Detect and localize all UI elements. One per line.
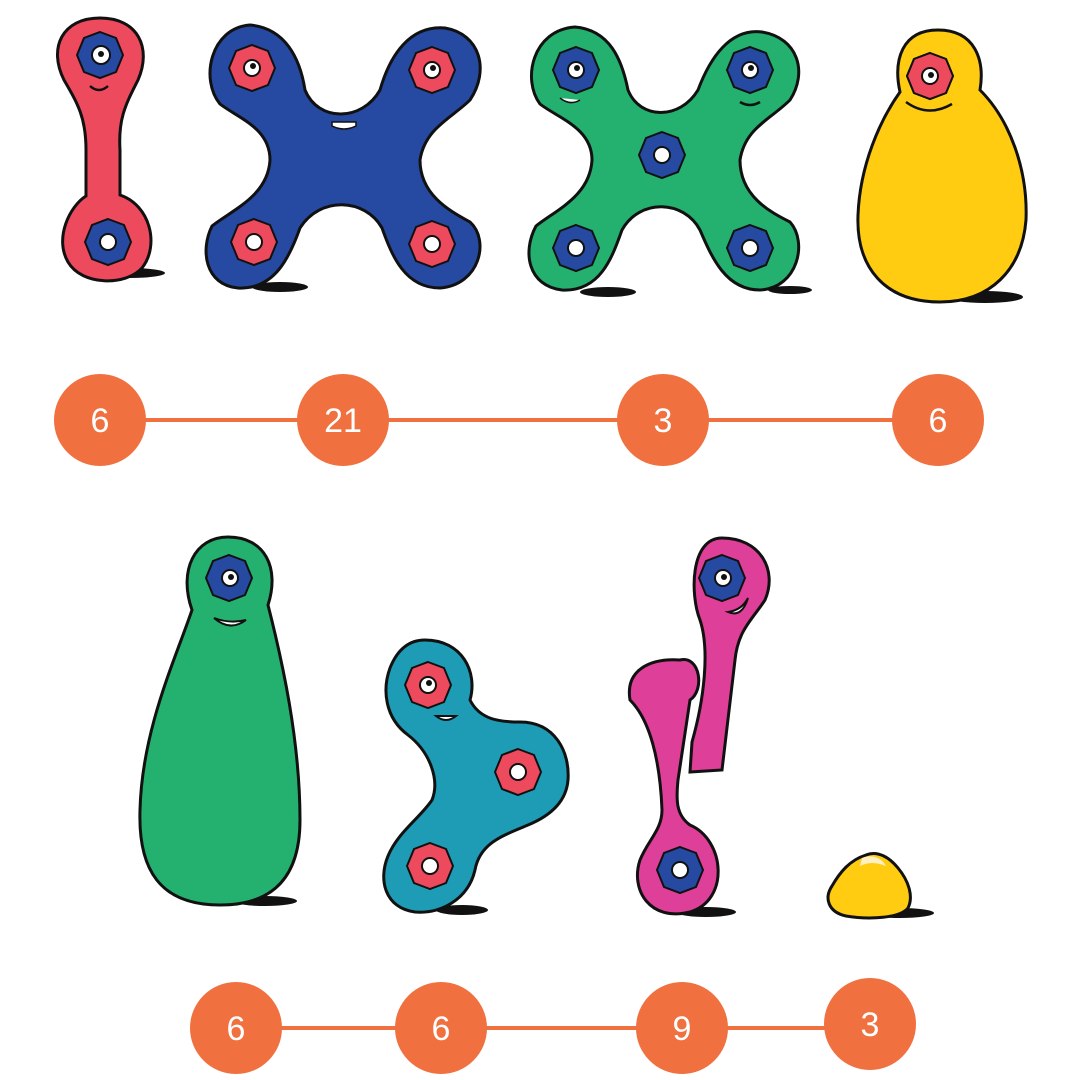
- joint-bottom-left: [552, 224, 600, 272]
- top-number-line: 6 21 3 6: [54, 374, 984, 466]
- pupil: [928, 72, 934, 78]
- number-badge: [824, 978, 916, 1070]
- gumdrop-highlight: [860, 856, 886, 866]
- badge-label: 21: [324, 402, 362, 440]
- pupil: [748, 65, 754, 71]
- number-badge: [617, 374, 709, 466]
- bottom-number-line: 6 6 9 3: [190, 978, 916, 1074]
- badge-label: 3: [861, 1006, 880, 1044]
- number-badge: [54, 374, 146, 466]
- badge-label: 6: [929, 402, 948, 440]
- badge-label: 3: [654, 402, 673, 440]
- magenta-spring-creature: [627, 536, 771, 917]
- joint-bottom: [656, 846, 704, 894]
- badge-label: 6: [432, 1010, 451, 1048]
- joint-bottom: [406, 842, 454, 890]
- red-dumbbell-creature: [55, 16, 165, 283]
- mouth: [331, 121, 357, 130]
- pupil: [430, 65, 436, 71]
- badge-label: 9: [673, 1010, 692, 1048]
- pupil: [721, 574, 727, 580]
- mouth: [559, 97, 581, 104]
- badge-label: 6: [91, 402, 110, 440]
- smile: [739, 100, 761, 107]
- joint-eye: [84, 218, 132, 266]
- smile: [905, 100, 953, 112]
- shadow: [436, 905, 488, 915]
- x-body: [204, 23, 482, 290]
- pupil: [98, 51, 104, 57]
- yellow-gumdrop-creature: [826, 852, 934, 920]
- yellow-egg-creature: [856, 28, 1028, 304]
- joint-bottom-right: [408, 220, 456, 268]
- gumdrop-body: [826, 852, 912, 920]
- pupil: [228, 574, 234, 580]
- spring-lower: [627, 658, 720, 916]
- pin-body: [138, 535, 302, 907]
- dumbbell-body: [55, 16, 153, 283]
- joint-center: [638, 131, 686, 179]
- joint-right: [494, 748, 542, 796]
- smile: [89, 85, 109, 92]
- shadow: [768, 286, 812, 294]
- egg-body: [856, 28, 1028, 304]
- shadow: [252, 282, 308, 292]
- number-badge: [297, 374, 389, 466]
- number-badge: [892, 374, 984, 466]
- pupil: [574, 65, 580, 71]
- number-badge: [395, 982, 487, 1074]
- joint-bottom-right: [726, 224, 774, 272]
- number-badge: [190, 982, 282, 1074]
- green-x-creature: [527, 25, 812, 297]
- pupil: [426, 680, 432, 686]
- badge-label: 6: [227, 1010, 246, 1048]
- pupil: [250, 63, 256, 69]
- blue-x-creature: [204, 23, 482, 292]
- mouth: [433, 715, 459, 721]
- shadow: [580, 287, 636, 297]
- teal-boomerang-creature: [382, 638, 570, 915]
- joint-bottom-left: [230, 218, 278, 266]
- number-badge: [636, 982, 728, 1074]
- green-pin-creature: [138, 535, 302, 907]
- mouth: [213, 617, 247, 627]
- mouth: [724, 597, 749, 615]
